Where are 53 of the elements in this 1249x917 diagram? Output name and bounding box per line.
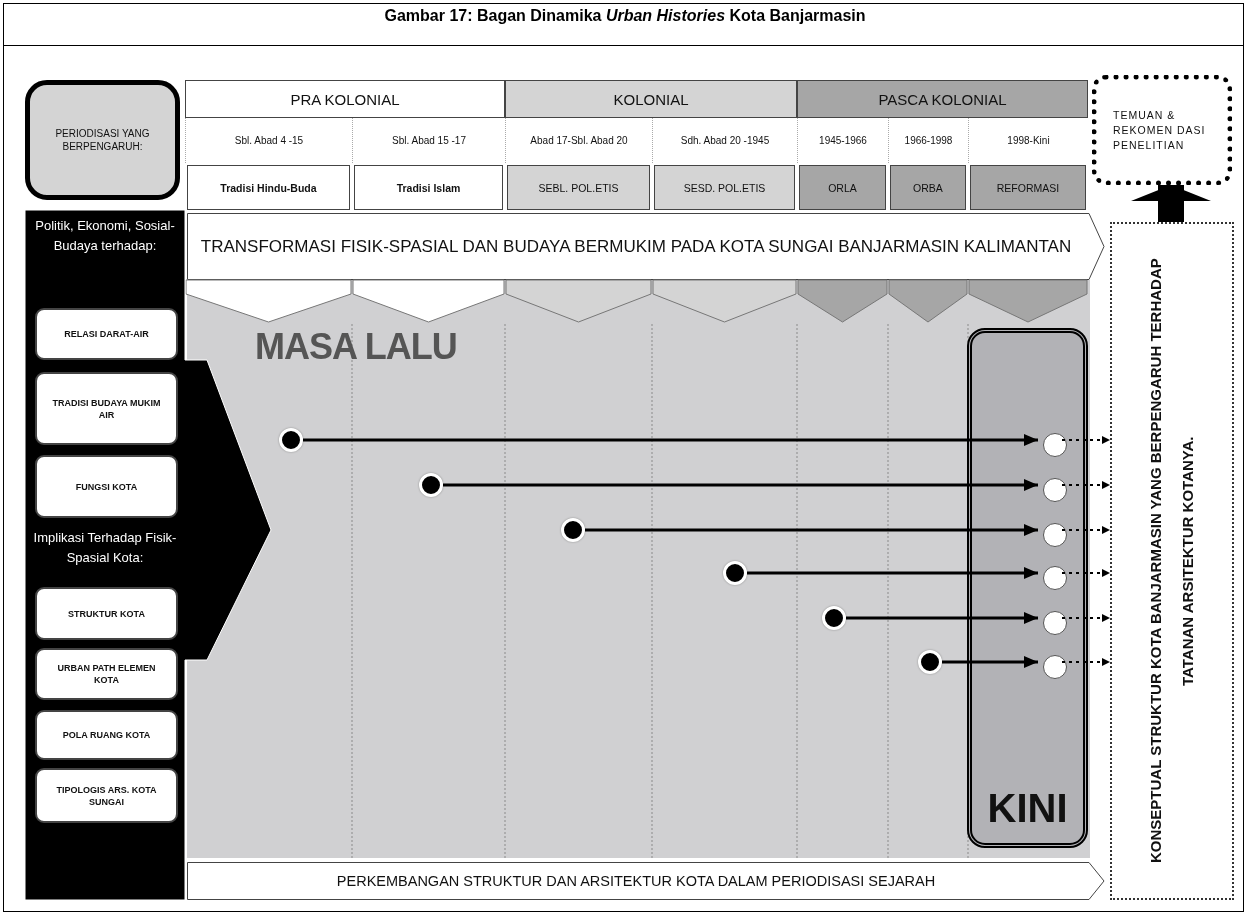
arrow-banner: PERKEMBANGAN STRUKTUR DAN ARSITEKTUR KOTA DALAM PERIODISASI SEJARAH: [187, 862, 1105, 900]
arrow: [1061, 614, 1111, 622]
era-label: KINI: [986, 786, 1069, 831]
factor-box: TRADISI BUDAYA MUKIM AIR: [35, 372, 178, 445]
phase-cell: SESD. POL.ETIS: [654, 165, 795, 210]
concept-box: KONSEPTUAL STRUKTUR KOTA BANJARMASIN YANG BERPENGARUH TERHADAP TATANAN ARSITEKTUR KOTANYA.: [1110, 222, 1234, 900]
phase-cell: REFORMASI: [970, 165, 1086, 210]
start-dot: [561, 518, 585, 542]
present-box: [967, 328, 1088, 848]
end-circle: [1043, 478, 1067, 502]
findings-box: TEMUAN & REKOMEN DASI PENELITIAN: [1092, 75, 1232, 185]
arrow: [1131, 185, 1211, 222]
figure-title: Gambar 17: Bagan Dinamika Urban Histories Kota Banjarmasin: [383, 6, 867, 25]
phase-cell: SEBL. POL.ETIS: [507, 165, 650, 210]
phase-cell: ORLA: [799, 165, 886, 210]
arrow: [443, 479, 1038, 491]
era-header: KOLONIAL: [505, 80, 797, 118]
arrow: [846, 612, 1038, 624]
arrow: [1061, 526, 1111, 534]
factor-box: URBAN PATH ELEMEN KOTA: [35, 648, 178, 700]
factor-box: POLA RUANG KOTA: [35, 710, 178, 760]
start-dot: [419, 473, 443, 497]
arrow: [747, 567, 1038, 579]
factor-box: FUNGSI KOTA: [35, 455, 178, 518]
arrow: [1061, 436, 1111, 444]
panel-heading: Implikasi Terhadap Fisik-Spasial Kota:: [32, 529, 178, 567]
factor-box: STRUKTUR KOTA: [35, 587, 178, 640]
phase-cell: Tradisi Hindu-Buda: [187, 165, 350, 210]
panel-heading: Politik, Ekonomi, Sosial-Budaya terhadap:: [34, 217, 176, 255]
phase-cell: ORBA: [890, 165, 966, 210]
phase-cell: Tradisi Islam: [354, 165, 503, 210]
arrow: [303, 434, 1038, 446]
end-circle: [1043, 566, 1067, 590]
factor-box: TIPOLOGIS ARS. KOTA SUNGAI: [35, 768, 178, 823]
start-dot: [918, 650, 942, 674]
start-dot: [822, 606, 846, 630]
start-dot: [279, 428, 303, 452]
arrow: [585, 524, 1038, 536]
start-dot: [723, 561, 747, 585]
end-circle: [1043, 611, 1067, 635]
arrow: [1061, 481, 1111, 489]
end-circle: [1043, 523, 1067, 547]
era-header: PASCA KOLONIAL: [797, 80, 1088, 118]
arrow: [942, 656, 1038, 668]
period-label-box: PERIODISASI YANG BERPENGARUH:: [25, 80, 180, 200]
era-label: MASA LALU: [255, 326, 457, 368]
end-circle: [1043, 655, 1067, 679]
arrow: [1061, 658, 1111, 666]
era-header: PRA KOLONIAL: [185, 80, 505, 118]
timeline-area: [187, 280, 1090, 858]
end-circle: [1043, 433, 1067, 457]
factor-box: RELASI DARAT-AIR: [35, 308, 178, 360]
arrow: [1061, 569, 1111, 577]
